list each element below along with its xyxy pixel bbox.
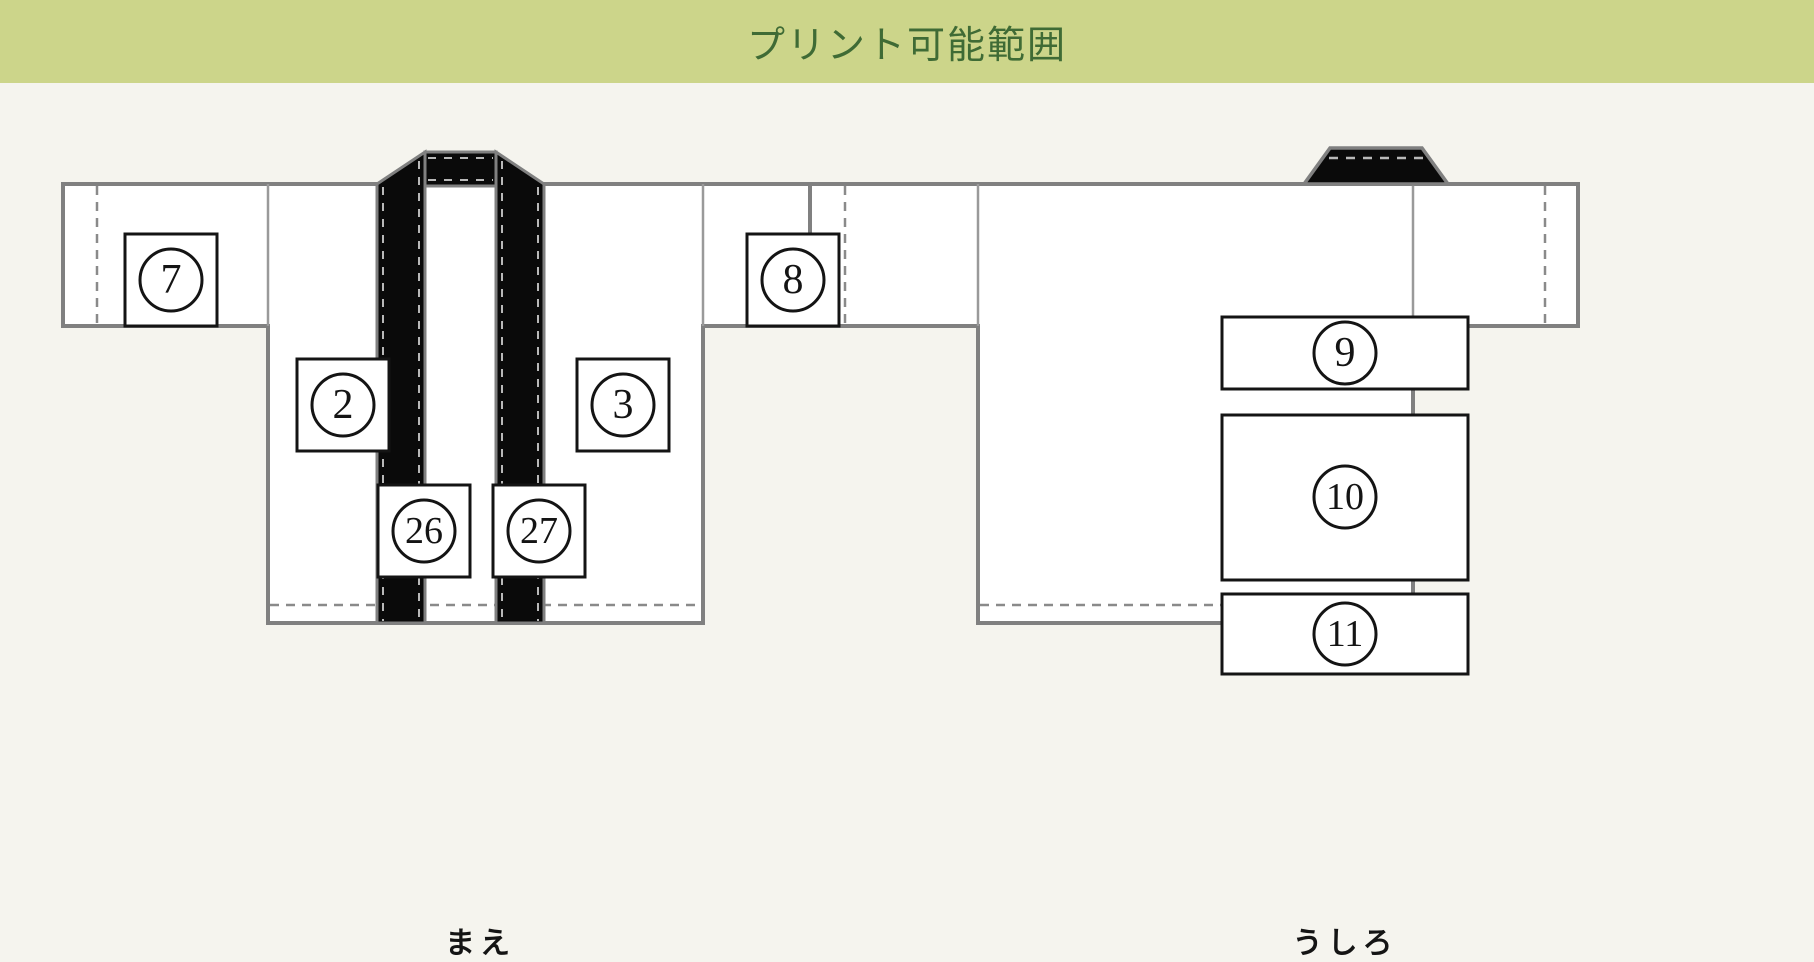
back-view-caption: うしろ (1292, 926, 1398, 961)
marker-9[interactable]: 9 (1220, 315, 1470, 391)
marker-3-circle (590, 372, 656, 438)
marker-11[interactable]: 11 (1220, 592, 1470, 676)
back-collar (1300, 146, 1452, 186)
marker-3[interactable]: 3 (575, 357, 671, 453)
marker-10-circle (1312, 464, 1378, 530)
marker-11-label: 11 (1327, 613, 1364, 655)
marker-3-label: 3 (613, 382, 634, 428)
marker-8-circle (760, 247, 826, 313)
marker-11-circle (1312, 601, 1378, 667)
marker-2-circle (310, 372, 376, 438)
marker-7-label: 7 (161, 257, 182, 303)
header-bar: プリント可能範囲 (0, 0, 1814, 83)
marker-26-label: 26 (405, 510, 443, 552)
marker-10-label: 10 (1326, 476, 1364, 518)
diagram-area: 7 8 2 3 (0, 83, 1814, 961)
front-garment (61, 149, 907, 625)
marker-9-label: 9 (1335, 330, 1356, 376)
marker-9-box[interactable] (1220, 315, 1470, 391)
marker-11-box[interactable] (1220, 592, 1470, 676)
marker-2-label: 2 (333, 382, 354, 428)
marker-27-circle (506, 498, 572, 564)
marker-10-box[interactable] (1220, 413, 1470, 582)
marker-7-circle (138, 247, 204, 313)
marker-8-label: 8 (783, 257, 804, 303)
marker-2[interactable]: 2 (295, 357, 391, 453)
marker-27[interactable]: 27 (491, 483, 587, 579)
garment-diagrams-svg: 7 8 2 3 (61, 146, 1580, 676)
page-title: プリント可能範囲 (746, 23, 1067, 67)
marker-26[interactable]: 26 (376, 483, 472, 579)
marker-9-circle (1312, 320, 1378, 386)
print-area-markers: 7 8 2 3 (123, 232, 1470, 676)
front-view-caption: まえ (445, 926, 515, 961)
marker-7[interactable]: 7 (123, 232, 219, 328)
marker-8[interactable]: 8 (745, 232, 841, 328)
marker-10[interactable]: 10 (1220, 413, 1470, 582)
marker-27-label: 27 (520, 510, 558, 552)
marker-26-circle (391, 498, 457, 564)
